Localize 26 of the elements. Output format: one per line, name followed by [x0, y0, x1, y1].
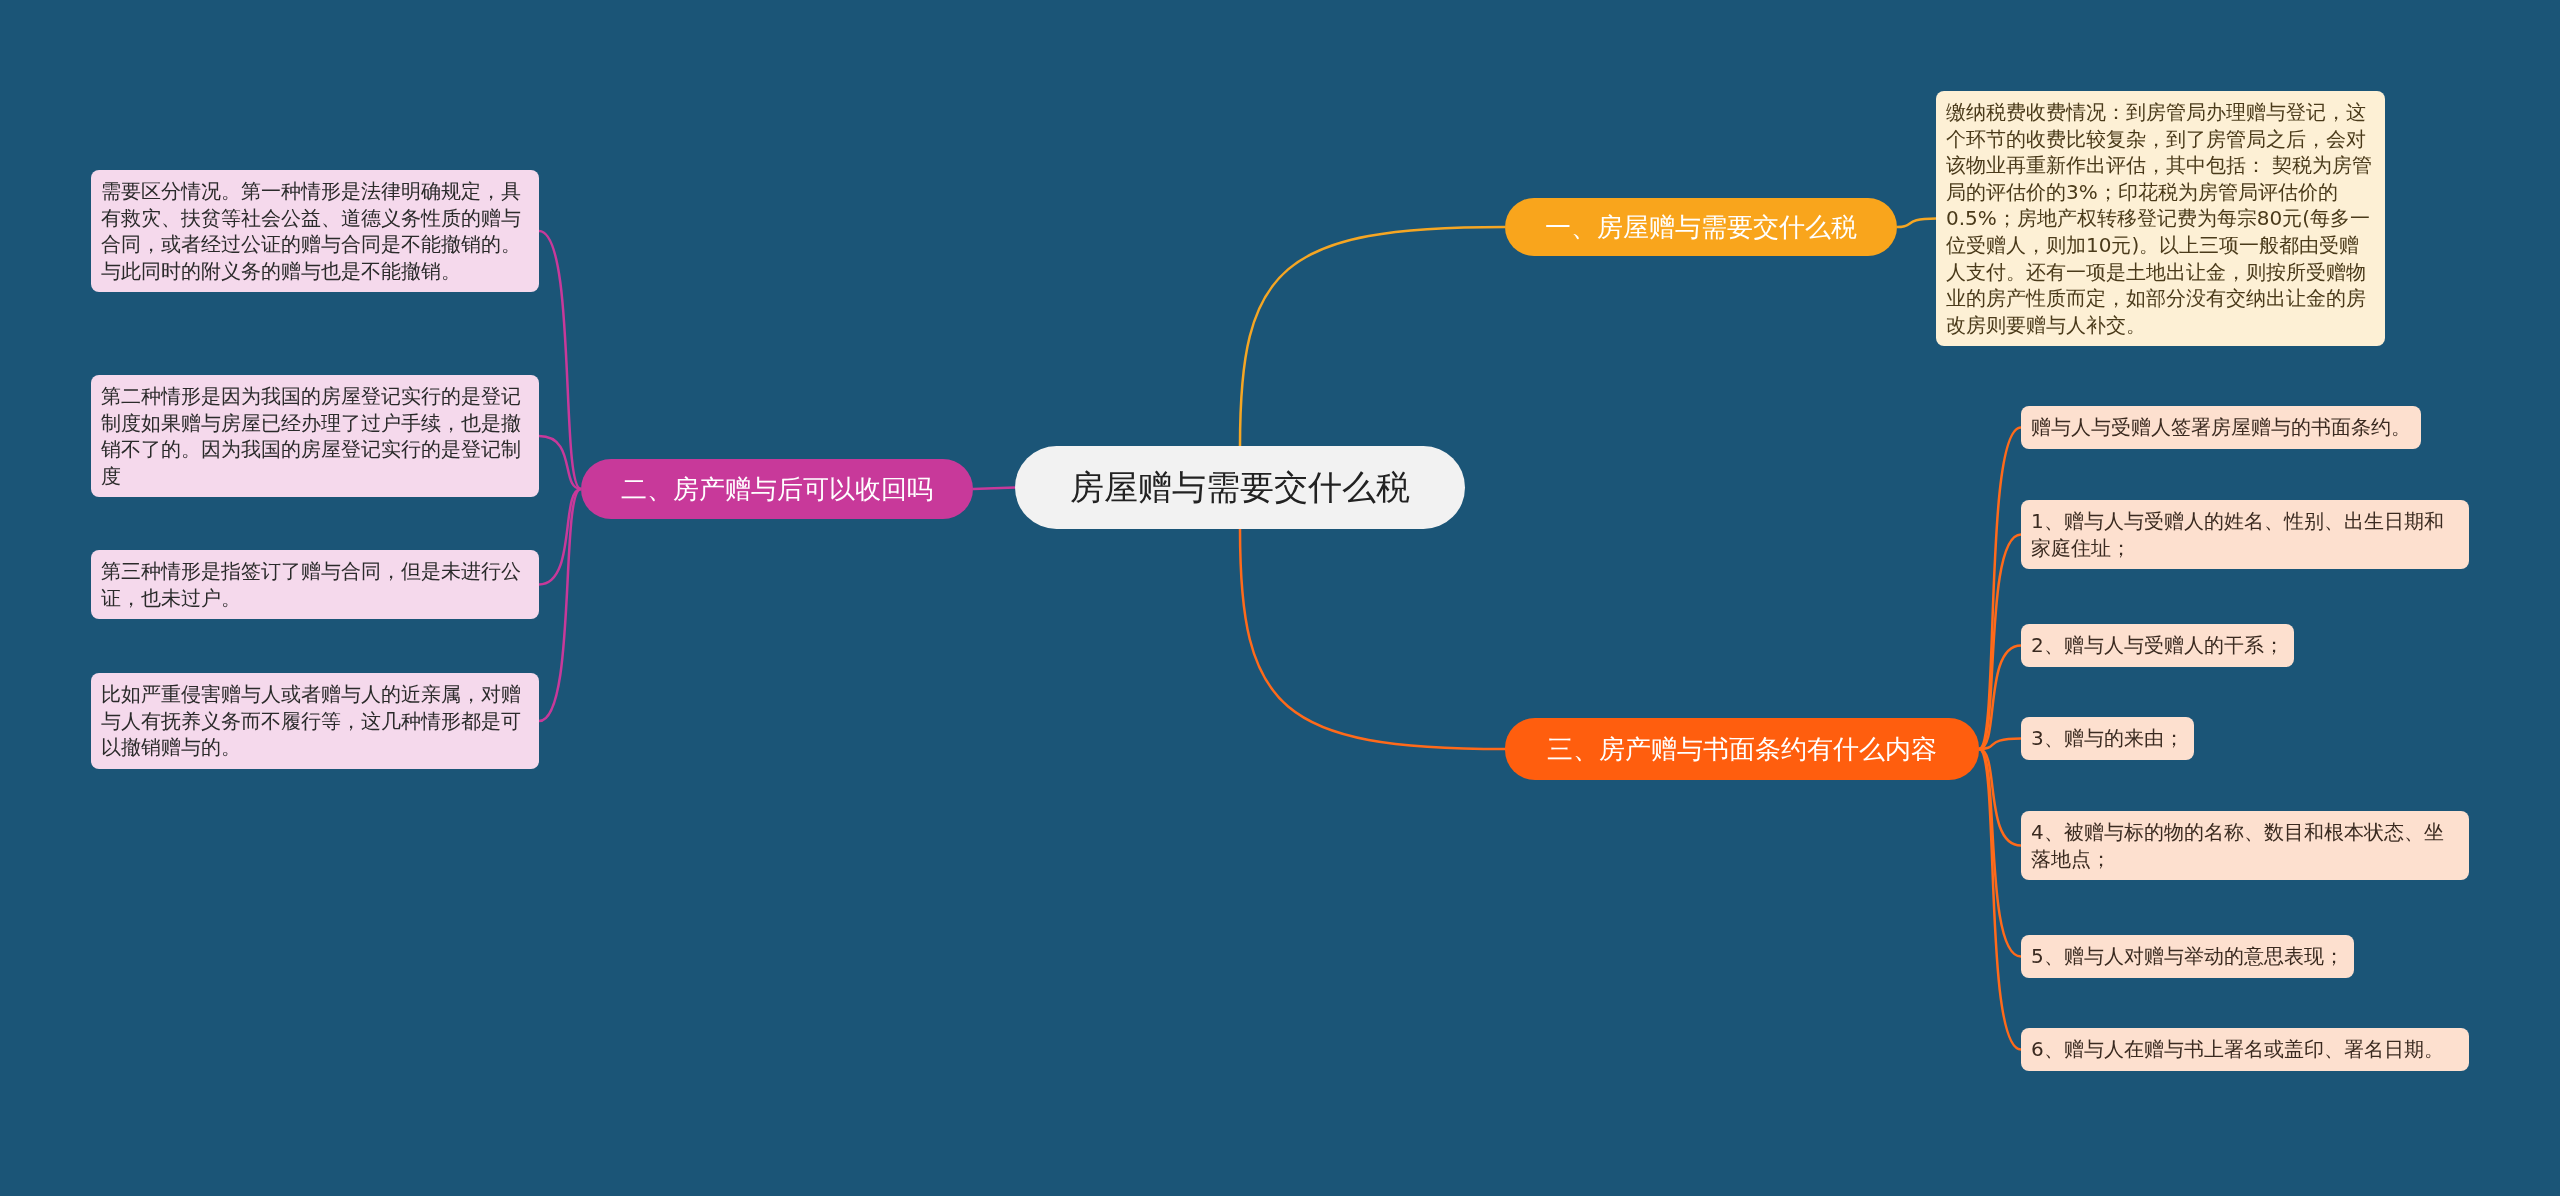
connector-line — [1896, 217, 1937, 229]
connector-line — [538, 434, 582, 491]
note-box: 比如严重侵害赠与人或者赠与人的近亲属，对赠与人有抚养义务而不履行等，这几种情形都是可以撤销赠与的。 — [91, 673, 539, 769]
connector-line — [972, 486, 1016, 491]
connector-line — [538, 488, 582, 723]
note-box: 赠与人与受赠人签署房屋赠与的书面条约。 — [2021, 406, 2421, 449]
note-box: 第三种情形是指签订了赠与合同，但是未进行公证，也未过户。 — [91, 550, 539, 620]
note-box: 1、赠与人与受赠人的姓名、性别、出生日期和家庭住址； — [2021, 500, 2469, 570]
note-box: 5、赠与人对赠与举动的意思表现； — [2021, 935, 2354, 978]
connector-line — [538, 487, 582, 586]
note-box: 需要区分情况。第一种情形是法律明确规定，具有救灾、扶贫等社会公益、道德义务性质的赠与合同，或者经过公证的赠与合同是不能撤销的。与此同时的附义务的赠与也是不能撤销。 — [91, 170, 539, 293]
branch-topic: 一、房屋赠与需要交什么税 — [1505, 198, 1897, 256]
note-box: 第二种情形是因为我国的房屋登记实行的是登记制度如果赠与房屋已经办理了过户手续，也是撤销不了的。因为我国的房屋登记实行的是登记制度 — [91, 375, 539, 498]
branch-topic: 三、房产赠与书面条约有什么内容 — [1505, 718, 1979, 780]
connector-line — [1978, 533, 2022, 750]
note-box: 4、被赠与标的物的名称、数目和根本状态、坐落地点； — [2021, 811, 2469, 881]
note-box: 2、赠与人与受赠人的干系； — [2021, 624, 2294, 667]
connector-line — [1238, 528, 1506, 751]
branch-topic: 二、房产赠与后可以收回吗 — [581, 459, 973, 519]
note-box: 6、赠与人在赠与书上署名或盖印、署名日期。 — [2021, 1028, 2469, 1071]
connector-line — [1238, 225, 1506, 447]
note-box: 缴纳税费收费情况：到房管局办理赠与登记，这个环节的收费比较复杂，到了房管局之后，会对该物业再重新作出评估，其中包括： 契税为房管局的评估价的3%；印花税为房管局评估价的0.5%；房地产权转移登记费为每宗80元(每多一位受赠人，则加10元)。以上三项一般都由受赠人支付。还有一项是土地出让金，则按所受赠物业的房产性质而定，如部分没有交纳出让金的房改房则要赠与人补交。 — [1936, 91, 2385, 347]
note-box: 3、赠与的来由； — [2021, 717, 2194, 760]
connector-line — [538, 229, 582, 490]
central-topic: 房屋赠与需要交什么税 — [1015, 446, 1465, 529]
connector-line — [1978, 748, 2022, 1051]
